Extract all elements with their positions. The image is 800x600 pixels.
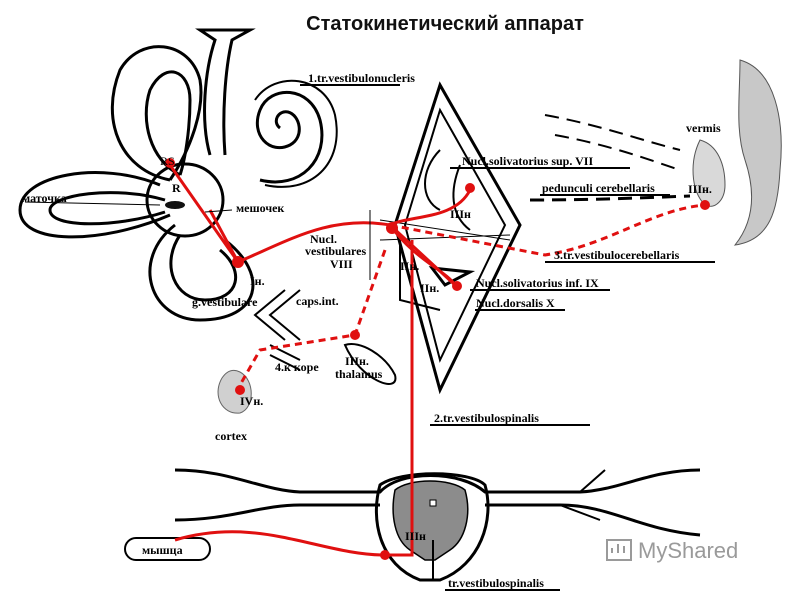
pathway-vestibulospinal [385, 240, 414, 557]
label-neuron-3-spinal: IIIн [405, 529, 426, 543]
receptor-node [165, 158, 175, 168]
watermark: MyShared [606, 538, 738, 563]
watermark-icon [606, 539, 632, 561]
cerebellum-vermis [529, 59, 782, 246]
label-nucl-vestibulares-2: vestibulares [305, 244, 366, 258]
watermark-text: MyShared [638, 538, 738, 563]
thalamus-cortex [217, 289, 397, 414]
vermis-node [700, 200, 710, 210]
label-myshca: мышца [142, 543, 183, 557]
ganglion-node [232, 256, 244, 268]
cortex-node [235, 385, 245, 395]
pathway-vestibulocerebellar [389, 203, 706, 257]
thalamus-node [350, 330, 360, 340]
label-cortex: cortex [215, 429, 247, 443]
diagram-title: Статокинетический аппарат [306, 13, 584, 35]
label-nucl-solivatorius-sup: Nucl.solivatorius sup. VII [462, 154, 593, 168]
brainstem-rhombus [379, 81, 522, 395]
label-caps-int: caps.int. [296, 294, 339, 308]
label-nucl-vestibulares-1: Nucl. [310, 232, 337, 246]
label-neuron-3-thalamus: IIIн. [345, 354, 369, 368]
solitarius-sup-node [465, 183, 475, 193]
solitarius-inf-node [452, 281, 462, 291]
label-g-vestibulare: g.vestibulare [192, 295, 258, 309]
label-nucl-solivatorius-inf: Nucl.solivatorius inf. IX [476, 276, 599, 290]
label-meshochek: мешочек [236, 201, 284, 215]
label-thalamus: thalamus [335, 367, 383, 381]
label-neuron-2a: IIн. [400, 259, 419, 273]
vestibular-nucleus-node [386, 222, 398, 234]
label-vermis: vermis [686, 121, 721, 135]
pathway-to-cortex [238, 249, 387, 386]
label-neuron-1: Iн. [250, 274, 265, 288]
label-k-kore: 4.к коре [275, 360, 319, 374]
label-tract-2: 2.tr.vestibulospinalis [434, 411, 539, 425]
label-matochka: маточка [22, 191, 67, 205]
label-tract-1: 1.tr.vestibulonucleris [308, 71, 415, 85]
inner-ear [18, 28, 338, 322]
label-neuron-2b: IIн. [420, 281, 439, 295]
spinal-motor-node [380, 550, 390, 560]
label-pedunculi: pedunculi cerebellaris [542, 181, 655, 195]
pathway-receptor-to-ganglion [168, 164, 240, 263]
label-tract-spinal: tr.vestibulospinalis [448, 576, 544, 590]
label-neuron-4: IVн. [240, 394, 263, 408]
label-neuron-3-sup: IIIн [450, 207, 471, 221]
neuron-nodes [165, 158, 710, 560]
leader-lines [24, 84, 715, 591]
label-nucl-vestibulares-3: VIII [330, 257, 353, 271]
label-tract-3: 3.tr.vestibulocerebellaris [554, 248, 680, 262]
diagram-labels: маточка мешочек RS R Iн. g.vestibulare N… [22, 71, 721, 590]
label-neuron-3-cerebellum: IIIн. [688, 182, 712, 196]
label-receptor-r: R [172, 181, 181, 195]
label-nucl-dorsalis: Nucl.dorsalis X [476, 296, 555, 310]
label-receptor-rs: RS [160, 154, 175, 168]
